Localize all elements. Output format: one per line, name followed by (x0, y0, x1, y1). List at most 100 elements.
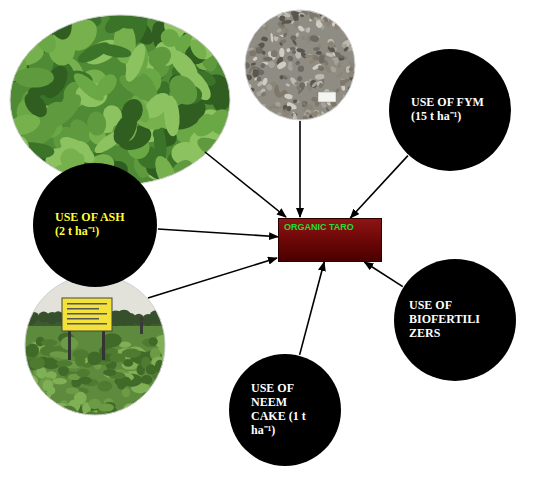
sky (25, 275, 165, 415)
cake-piece (252, 69, 259, 78)
cake-piece (318, 65, 323, 70)
cake-piece (263, 57, 272, 61)
plant (41, 339, 57, 346)
cake-piece (315, 20, 324, 29)
cake-piece (348, 72, 354, 78)
cake-piece (316, 51, 322, 55)
plant (144, 402, 161, 410)
cake-piece (348, 18, 354, 24)
input-circle: USE OF FYM (15 t ha⁻¹) (389, 49, 511, 171)
leaf (194, 158, 230, 199)
plant (145, 398, 160, 404)
cake-piece (313, 47, 320, 51)
plant (26, 398, 35, 412)
circle-label: USE OF NEEM CAKE (1 t ha⁻¹) (251, 382, 319, 437)
cake-piece (247, 28, 252, 33)
cake-piece (293, 113, 298, 123)
plant (50, 351, 67, 357)
cake-piece (298, 81, 306, 90)
cake-piece (334, 114, 342, 122)
leaf (193, 0, 234, 35)
cake-piece (292, 99, 297, 104)
arrow-connector (364, 262, 402, 287)
photo-arrow (148, 258, 277, 298)
plant (78, 377, 91, 385)
cake-piece (336, 71, 344, 78)
cake-piece (319, 83, 322, 89)
cake-piece (276, 28, 282, 33)
cake-piece (249, 50, 257, 57)
plant (146, 365, 157, 375)
plant (152, 400, 170, 407)
circle-label: USE OF ASH (2 t ha⁻¹) (55, 211, 135, 239)
leaf (9, 21, 43, 56)
cake-piece (329, 11, 333, 19)
cake-piece (348, 109, 354, 116)
cake-piece (349, 91, 356, 94)
plant (149, 337, 158, 346)
plant (25, 403, 34, 410)
cake-piece (338, 105, 344, 115)
plant (53, 378, 67, 384)
plant (27, 344, 39, 358)
cake-piece (261, 36, 268, 42)
cake-piece (351, 23, 360, 33)
cake-piece (309, 34, 320, 43)
cake-piece (338, 107, 342, 113)
cake-piece (346, 17, 355, 26)
leaf (95, 42, 132, 61)
cake-piece (255, 9, 265, 18)
cake-piece (247, 94, 251, 99)
leaf (166, 13, 199, 36)
plant (126, 408, 137, 416)
cake-piece (243, 61, 251, 69)
plant (144, 415, 154, 422)
cake-piece (324, 6, 335, 17)
cake-piece (312, 62, 323, 70)
tree (161, 314, 169, 322)
cake-piece (318, 65, 325, 71)
cake-piece (294, 82, 299, 86)
cake-piece (256, 90, 263, 96)
cake-piece (275, 102, 281, 106)
sign-post (102, 330, 105, 360)
sign-writing (67, 318, 99, 320)
plant (73, 349, 89, 359)
cake-piece (297, 24, 305, 32)
plant (25, 375, 38, 387)
leaf (5, 133, 32, 162)
plant (122, 349, 141, 358)
cake-piece (311, 81, 318, 88)
cake-piece (296, 75, 303, 82)
plant (31, 411, 46, 422)
cake-piece (274, 85, 280, 94)
cake-piece (298, 65, 305, 72)
plant (21, 398, 37, 406)
arrow-connector (350, 156, 408, 218)
cake-piece (342, 16, 349, 24)
cake-piece (332, 111, 338, 117)
center-box: ORGANIC TARO (278, 218, 382, 262)
plant (29, 357, 45, 369)
field (25, 326, 165, 416)
plant (124, 409, 133, 419)
input-circle: USE OF BIOFERTILI ZERS (394, 259, 516, 381)
cake-piece (337, 22, 343, 29)
cake-piece (260, 62, 267, 69)
cake-piece (288, 61, 293, 66)
plant (43, 380, 54, 391)
photo-arrow (299, 121, 301, 217)
cake-piece (286, 55, 294, 62)
cake-piece (342, 20, 346, 25)
cake-piece (289, 76, 299, 87)
cake-piece (256, 108, 265, 113)
plant (97, 381, 112, 392)
leaf (151, 153, 182, 196)
sign-writing (67, 323, 107, 325)
cake-piece (249, 23, 258, 32)
cake-piece (322, 115, 328, 121)
cake-piece (261, 77, 268, 86)
cake-piece (252, 7, 261, 13)
cake-piece (296, 47, 306, 53)
cake-piece (349, 33, 356, 36)
